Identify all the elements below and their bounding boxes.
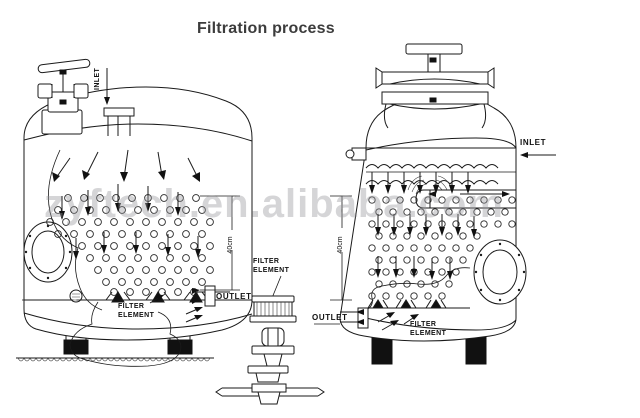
left-filter-element-label-line2: ELEMENT: [118, 312, 155, 319]
left-vessel-inlet-nozzle: [103, 107, 135, 136]
right-vessel-top-lid: [375, 43, 495, 129]
right-vessel-filtrate-arrows: [377, 312, 419, 331]
left-outlet-label: OUTLET: [216, 292, 252, 301]
right-vessel-manhole: [473, 239, 527, 305]
left-vessel-filter-element-label-group: FILTER ELEMENT: [118, 295, 164, 319]
right-vessel-side-port: [345, 147, 367, 161]
right-vessel-filter-element-label-group: FILTER ELEMENT: [410, 321, 447, 337]
right-filter-element-label-line2: ELEMENT: [410, 330, 447, 337]
right-outlet-label: OUTLET: [312, 313, 348, 322]
right-vessel-dimension-group: 40cm: [330, 195, 352, 301]
left-filter-element-label-line1: FILTER: [118, 303, 144, 310]
left-vessel-outlet-flow-arrows: [185, 307, 203, 323]
left-vessel-clean-zone: [69, 301, 182, 367]
filter-element-detail-group: FILTER ELEMENT: [249, 258, 297, 367]
right-vessel-clean-zone: [365, 267, 471, 311]
right-vessel-group: INLET: [312, 43, 556, 365]
left-vessel-outlet-group: OUTLET: [192, 285, 252, 307]
left-vessel-dimension-group: 40cm: [200, 195, 240, 291]
left-vessel-manhole: [23, 221, 73, 283]
left-inlet-label: INLET: [94, 67, 101, 90]
left-vessel-bubble-field: [46, 194, 214, 296]
right-vessel-inlet-label-group: INLET: [520, 138, 556, 158]
right-filter-element-label-line1: FILTER: [410, 321, 436, 328]
mounting-plate: [215, 383, 325, 405]
right-vessel-shell: [339, 92, 517, 342]
filter-cartridge: [249, 295, 297, 323]
right-vessel-flow-arrows: [369, 172, 477, 280]
left-vessel-flow-boundary: [48, 149, 103, 311]
detail-filter-element-label-line1: FILTER: [253, 258, 279, 265]
left-vessel-flow-arrows: [52, 149, 201, 260]
page-title: Filtration process: [197, 20, 335, 37]
detail-filter-element-label-line2: ELEMENT: [253, 267, 290, 274]
left-dimension-label: 40cm: [227, 236, 234, 253]
right-vessel-outlet-group: OUTLET: [312, 307, 369, 329]
left-vessel-group: INLET: [16, 58, 253, 367]
filter-cartridge-stem: [251, 327, 295, 367]
left-vessel-top-valve: [37, 58, 91, 135]
left-ground-line: [16, 357, 214, 362]
right-dimension-label: 40cm: [337, 236, 344, 253]
right-vessel-filter-elements: [367, 299, 447, 309]
right-inlet-label: INLET: [520, 138, 546, 147]
right-vessel-bubble-field: [368, 196, 516, 300]
filter-element-mounted-detail-group: [215, 365, 325, 405]
left-vessel-inlet-label-group: INLET: [94, 67, 110, 105]
